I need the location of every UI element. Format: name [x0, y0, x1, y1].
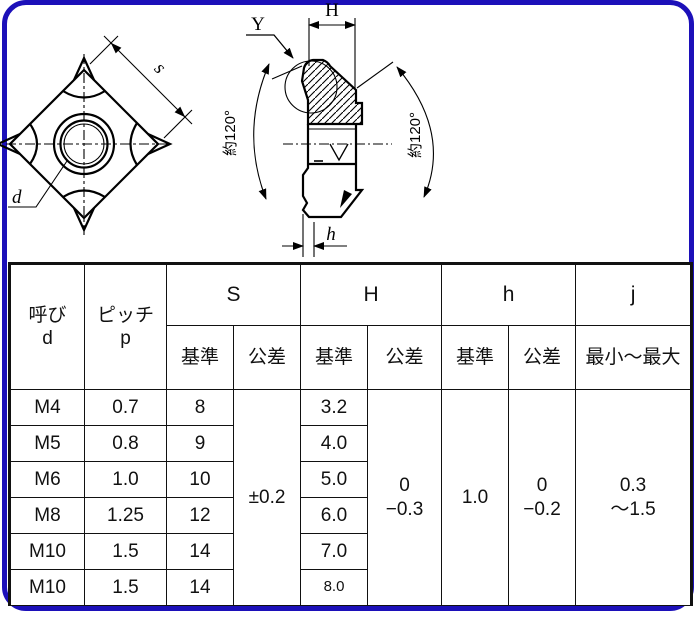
- cell-j-range: 0.3 〜1.5: [575, 389, 693, 606]
- corner-projection-left: [0, 132, 21, 156]
- corner-arc-top: [62, 90, 106, 99]
- spec-table: 呼び d ピッチ p S H h j 基準 公差 基準 公差 基準 公差 最小〜…: [8, 262, 694, 606]
- cell-s-base: 8: [166, 389, 234, 426]
- countersink-vee: [329, 143, 349, 162]
- h-dimension-label: h: [326, 224, 336, 245]
- boss-circle: [52, 112, 116, 176]
- s-extension-line-1: [89, 35, 119, 65]
- s-arrow-lower: [174, 106, 186, 118]
- corner-arc-left: [29, 123, 39, 165]
- angle-leg-right: [356, 61, 394, 89]
- subheader-h-base: 基準: [441, 325, 510, 390]
- d-hole-label: d: [12, 187, 22, 208]
- cell-pitch: 1.5: [84, 533, 167, 570]
- header-name-line2: d: [42, 328, 53, 349]
- cell-d: M5: [9, 425, 85, 462]
- s-arrow-upper: [110, 42, 122, 54]
- angle-label-right: 約120°: [407, 112, 424, 158]
- corner-projection-bottom: [72, 207, 96, 233]
- table-row: M4 0.7 8 ±0.2 3.2 0 −0.3 1.0 0 −0.2 0.3 …: [9, 389, 693, 606]
- H-tol-line1: 0: [399, 475, 410, 497]
- header-cell-name: 呼び d: [9, 263, 85, 390]
- j-range-line1: 0.3: [619, 475, 647, 497]
- h-tol-line1: 0: [536, 475, 548, 497]
- cell-s-tolerance: ±0.2: [232, 389, 302, 606]
- top-view-drawing: s d: [0, 35, 193, 236]
- hole-circle: [59, 119, 109, 169]
- table-row: M10 1.5 14 8.0: [9, 569, 692, 606]
- s-dimension-label: s: [150, 58, 170, 78]
- corner-arc-bottom: [62, 189, 106, 198]
- subheader-s-tol: 公差: [232, 325, 302, 390]
- table-row: M6 1.0 10 5.0: [9, 461, 692, 498]
- H-tol-line2: −0.3: [385, 498, 424, 520]
- header-group-row: 呼び d ピッチ p S H h j: [9, 263, 693, 390]
- cell-d: M10: [9, 533, 85, 570]
- angle-leg-left: [271, 65, 303, 80]
- lower-profile-outline: [301, 124, 365, 219]
- corner-projection-top: [72, 55, 96, 81]
- corner-arc-right: [129, 122, 138, 166]
- s-extension-line-2: [163, 109, 193, 139]
- d-leader-line: [8, 160, 68, 208]
- header-cell-pitch: ピッチ p: [84, 263, 167, 390]
- table-row: M8 1.25 12 6.0: [9, 497, 692, 534]
- header-pitch-line1: ピッチ: [96, 304, 154, 326]
- h-tol-line2: −0.2: [523, 498, 561, 520]
- section-hatched-body: [300, 58, 364, 126]
- header-group-H: H: [300, 263, 443, 326]
- j-range-line2: 〜1.5: [610, 498, 656, 520]
- cell-s-base: 10: [166, 461, 234, 498]
- cell-s-base: 14: [166, 569, 234, 606]
- projection-arrow-mark: [340, 190, 352, 208]
- cell-pitch: 0.8: [84, 425, 167, 462]
- table-row: M10 1.5 14 7.0: [9, 533, 692, 570]
- header-sub-row: 基準 公差 基準 公差 基準 公差 最小〜最大: [10, 325, 693, 390]
- Y-leader-arrow: [246, 34, 294, 59]
- weld-nut-drawing-svg: s d H Y h 約120°: [0, 0, 434, 257]
- subheader-h-tol: 公差: [508, 325, 577, 390]
- corner-projection-right: [147, 132, 173, 156]
- cell-d: M8: [9, 497, 85, 534]
- cell-H-base: 8.0: [300, 569, 369, 606]
- table-row: M5 0.8 9 4.0: [9, 425, 692, 462]
- header-group-j: j: [575, 263, 693, 326]
- cell-s-base: 12: [166, 497, 234, 534]
- cell-H-base: 3.2: [300, 389, 369, 426]
- side-view-drawing: H Y h 約120° 約120°: [222, 0, 434, 257]
- cell-H-base: 7.0: [300, 533, 369, 570]
- subheader-H-tol: 公差: [367, 325, 443, 390]
- subheader-H-base: 基準: [300, 325, 369, 390]
- cell-pitch: 0.7: [84, 389, 167, 426]
- subheader-s-base: 基準: [166, 325, 234, 390]
- subheader-j-range: 最小〜最大: [575, 325, 693, 390]
- cell-H-tolerance: 0 −0.3: [367, 389, 443, 606]
- cell-pitch: 1.25: [84, 497, 167, 534]
- angle-label-left: 約120°: [222, 110, 239, 156]
- technical-drawing-area: s d H Y h 約120°: [0, 0, 700, 262]
- header-group-h: h: [441, 263, 577, 326]
- H-dimension-label: H: [325, 0, 339, 21]
- nut-body-outline: [8, 68, 160, 220]
- header-group-S: S: [165, 263, 302, 326]
- cell-pitch: 1.0: [84, 461, 167, 498]
- cell-pitch: 1.5: [84, 569, 167, 606]
- Y-detail-label: Y: [251, 14, 265, 35]
- cell-d: M4: [9, 389, 85, 426]
- cell-h-tolerance: 0 −0.2: [508, 389, 577, 606]
- header-pitch-line2: p: [120, 328, 131, 349]
- cell-H-base: 5.0: [300, 461, 369, 498]
- angle-arc-right: [396, 66, 434, 198]
- cell-H-base: 6.0: [300, 497, 369, 534]
- thread-circle: [63, 123, 105, 165]
- angle-arc-left: [253, 63, 270, 200]
- cell-d: M6: [9, 461, 85, 498]
- cell-H-base: 4.0: [300, 425, 369, 462]
- cell-s-base: 14: [166, 533, 234, 570]
- cell-h-base: 1.0: [441, 389, 510, 606]
- header-name-line1: 呼び: [28, 304, 67, 326]
- cell-d: M10: [9, 569, 85, 606]
- cell-s-base: 9: [166, 425, 234, 462]
